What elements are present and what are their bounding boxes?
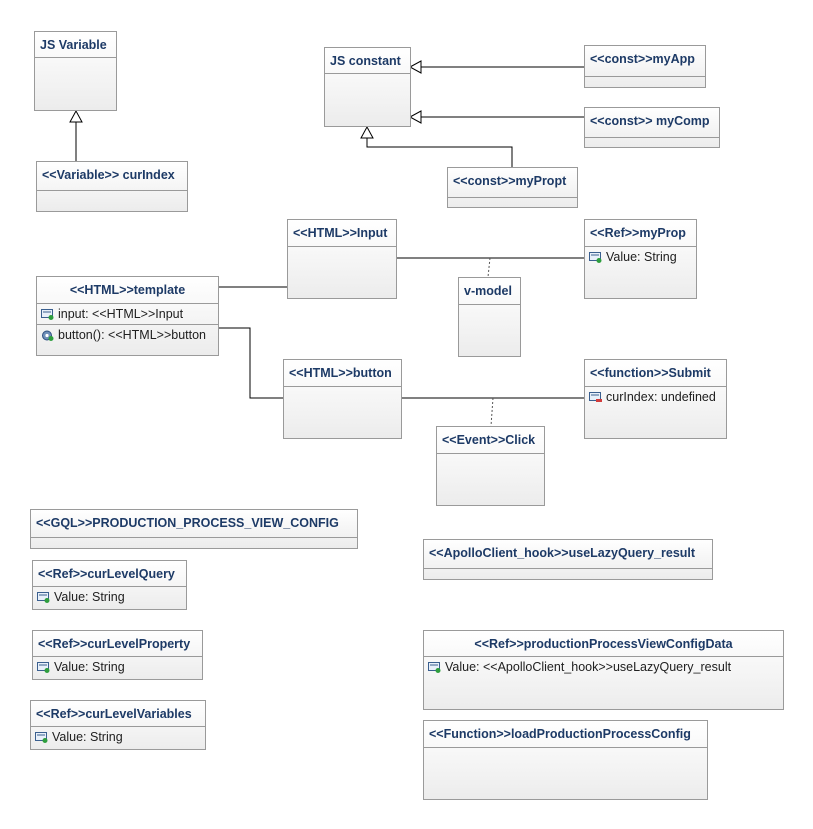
association-class-link-click [490, 397, 494, 427]
attribute-public-icon [41, 308, 54, 320]
class-title: <<Ref>>curLevelVariables [31, 701, 205, 727]
class-const-mypropt[interactable]: <<const>>myPropt [447, 167, 578, 208]
attribute-public-icon [428, 661, 441, 673]
class-const-myapp[interactable]: <<const>>myApp [584, 45, 706, 88]
attribute-private-icon [589, 391, 602, 402]
class-operations: button(): <<HTML>>button [37, 325, 218, 345]
attribute-row: Value: String [585, 247, 696, 267]
class-event-click[interactable]: <<Event>>Click [436, 426, 545, 506]
class-title: <<const>> myComp [585, 108, 719, 138]
attribute-text: Value: String [52, 730, 123, 744]
class-title: <<const>>myPropt [448, 168, 577, 198]
class-ref-myprop[interactable]: <<Ref>>myProp Value: String [584, 219, 697, 299]
class-title: <<HTML>>button [284, 360, 401, 387]
class-title: <<Ref>>productionProcessViewConfigData [424, 631, 783, 657]
attribute-row: Value: <<ApolloClient_hook>>useLazyQuery… [424, 657, 783, 677]
attribute-text: Value: String [54, 590, 125, 604]
class-title: <<HTML>>Input [288, 220, 396, 247]
class-ref-productionprocessviewconfigdata[interactable]: <<Ref>>productionProcessViewConfigData V… [423, 630, 784, 710]
class-attributes: curIndex: undefined [585, 387, 726, 407]
class-title: JS constant [325, 48, 410, 74]
attribute-public-icon [37, 661, 50, 673]
class-html-button[interactable]: <<HTML>>button [283, 359, 402, 439]
generalization-arrowhead [69, 109, 83, 123]
class-html-input[interactable]: <<HTML>>Input [287, 219, 397, 299]
class-attributes: Value: <<ApolloClient_hook>>useLazyQuery… [424, 657, 783, 677]
class-attributes: Value: String [585, 247, 696, 267]
association-class-link-vmodel [487, 257, 491, 278]
attribute-row: input: <<HTML>>Input [37, 304, 218, 324]
class-attributes: input: <<HTML>>Input [37, 304, 218, 325]
generalization-arrowhead [408, 60, 422, 74]
class-title: <<ApolloClient_hook>>useLazyQuery_result [424, 540, 712, 569]
class-attributes: Value: String [33, 587, 186, 607]
class-attributes: Value: String [31, 727, 205, 747]
attribute-public-icon [35, 731, 48, 743]
generalization-arrowhead [408, 110, 422, 124]
class-attributes: Value: String [33, 657, 202, 677]
class-js-constant[interactable]: JS constant [324, 47, 411, 127]
class-title: <<const>>myApp [585, 46, 705, 77]
attribute-row: Value: String [33, 657, 202, 677]
attribute-text: input: <<HTML>>Input [58, 307, 184, 321]
generalization-mypropt-to-js-constant [366, 138, 513, 167]
class-ref-curlevelproperty[interactable]: <<Ref>>curLevelProperty Value: String [32, 630, 203, 680]
class-js-variable[interactable]: JS Variable [34, 31, 117, 111]
class-title: <<Ref>>curLevelProperty [33, 631, 202, 657]
attribute-text: curIndex: undefined [606, 390, 716, 404]
class-title: <<Ref>>myProp [585, 220, 696, 247]
class-ref-curlevelvariables[interactable]: <<Ref>>curLevelVariables Value: String [30, 700, 206, 750]
class-title: <<function>>Submit [585, 360, 726, 387]
attribute-text: Value: String [54, 660, 125, 674]
class-title: <<Variable>> curIndex [37, 162, 187, 191]
attribute-row: curIndex: undefined [585, 387, 726, 407]
class-title: <<Event>>Click [437, 427, 544, 454]
generalization-arrowhead [360, 125, 374, 139]
class-v-model[interactable]: v-model [458, 277, 521, 357]
class-html-template[interactable]: <<HTML>>template input: <<HTML>>Input bu… [36, 276, 219, 356]
class-title: <<Ref>>curLevelQuery [33, 561, 186, 587]
class-title: JS Variable [35, 32, 116, 58]
association-template-button [218, 327, 283, 399]
class-title: <<GQL>>PRODUCTION_PROCESS_VIEW_CONFIG [31, 510, 357, 538]
class-apollo-uselazyquery-result[interactable]: <<ApolloClient_hook>>useLazyQuery_result [423, 539, 713, 580]
class-title: <<Function>>loadProductionProcessConfig [424, 721, 707, 748]
class-function-submit[interactable]: <<function>>Submit curIndex: undefined [584, 359, 727, 439]
class-attributes [37, 191, 187, 198]
attribute-public-icon [37, 591, 50, 603]
operation-row: button(): <<HTML>>button [37, 325, 218, 345]
operation-public-icon [42, 330, 54, 341]
operation-text: button(): <<HTML>>button [58, 328, 207, 342]
attribute-text: Value: String [606, 250, 677, 264]
attribute-public-icon [589, 251, 602, 263]
class-ref-curlevelquery[interactable]: <<Ref>>curLevelQuery Value: String [32, 560, 187, 610]
class-gql-production-process-view-config[interactable]: <<GQL>>PRODUCTION_PROCESS_VIEW_CONFIG [30, 509, 358, 549]
class-const-mycomp[interactable]: <<const>> myComp [584, 107, 720, 148]
attribute-row: Value: String [31, 727, 205, 747]
attribute-row: Value: String [33, 587, 186, 607]
class-variable-curindex[interactable]: <<Variable>> curIndex [36, 161, 188, 212]
attribute-text: Value: <<ApolloClient_hook>>useLazyQuery… [445, 660, 732, 674]
class-function-loadproductionprocessconfig[interactable]: <<Function>>loadProductionProcessConfig [423, 720, 708, 800]
class-title: <<HTML>>template [37, 277, 218, 304]
class-title: v-model [459, 278, 520, 305]
